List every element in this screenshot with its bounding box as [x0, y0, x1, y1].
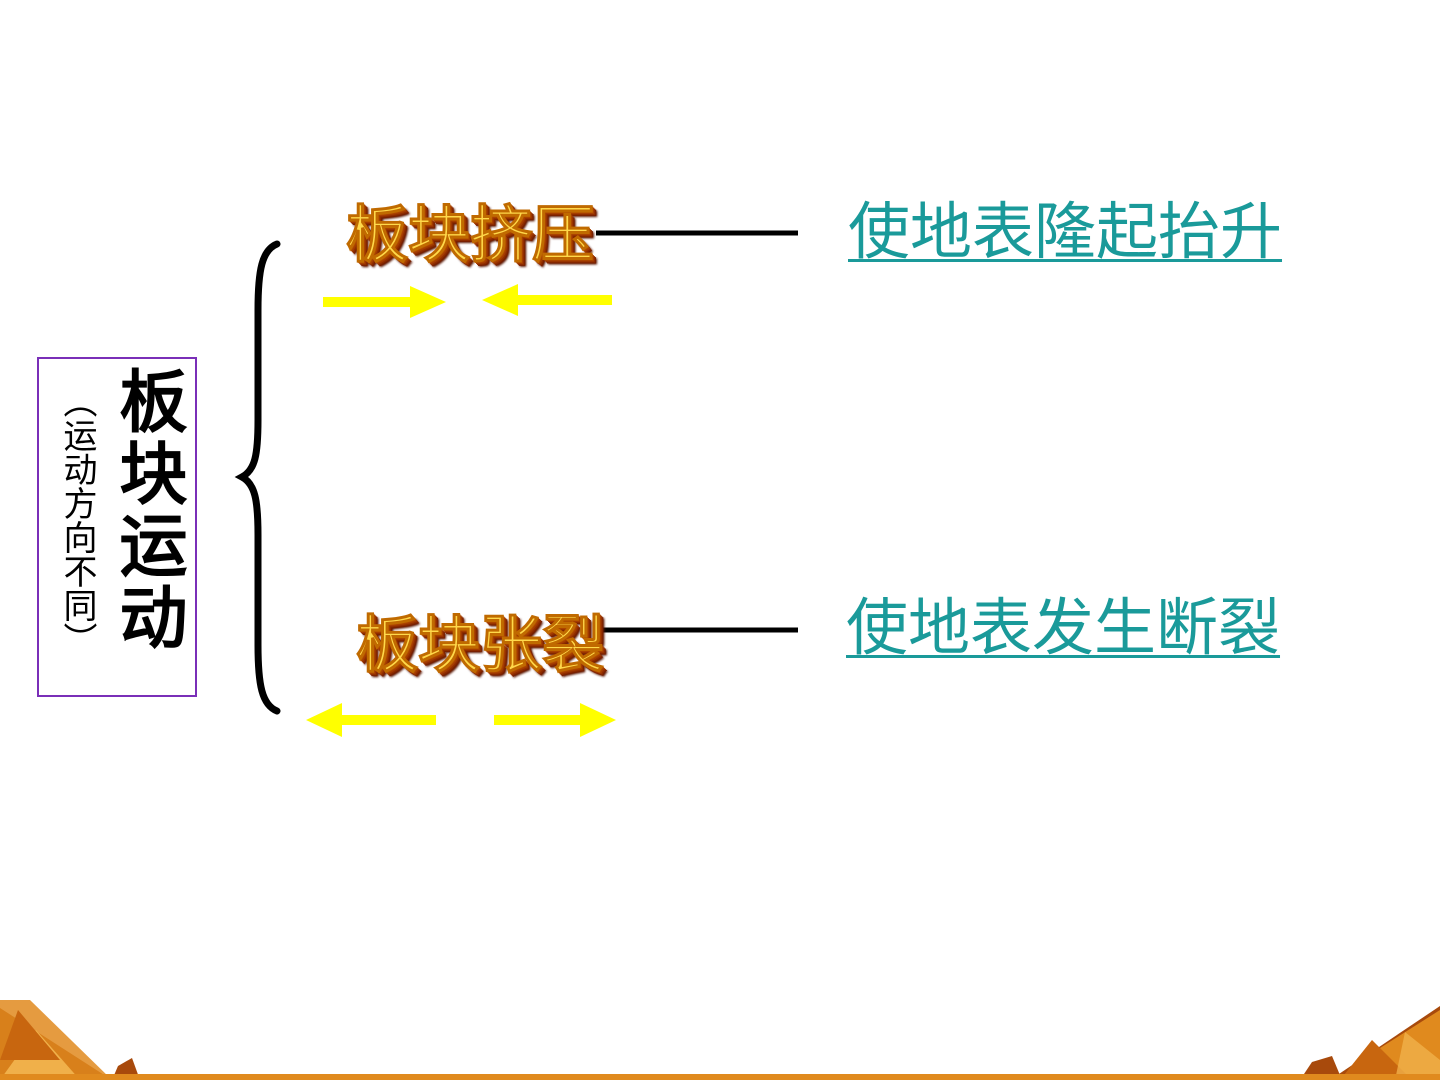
curly-brace: [234, 240, 281, 715]
process-label-rifting: 板块张裂: [355, 608, 605, 681]
arrow-left-icon: [482, 284, 612, 316]
effect-link-fault[interactable]: 使地表发生断裂: [846, 591, 1281, 664]
main-label: 板块运动: [107, 366, 186, 654]
corner-decoration-left: [0, 1000, 140, 1080]
arrow-right-icon: [494, 703, 616, 737]
process-label-compression: 板块挤压: [345, 198, 595, 271]
arrow-left-icon: [306, 703, 436, 737]
effect-link-uplift[interactable]: 使地表隆起抬升: [848, 195, 1283, 268]
bottom-strip: [0, 1074, 1440, 1080]
arrow-right-icon: [323, 286, 446, 318]
corner-decoration-right: [1300, 1006, 1440, 1080]
label-box: [37, 357, 197, 697]
sub-label: （运动方向不同）: [57, 384, 97, 656]
